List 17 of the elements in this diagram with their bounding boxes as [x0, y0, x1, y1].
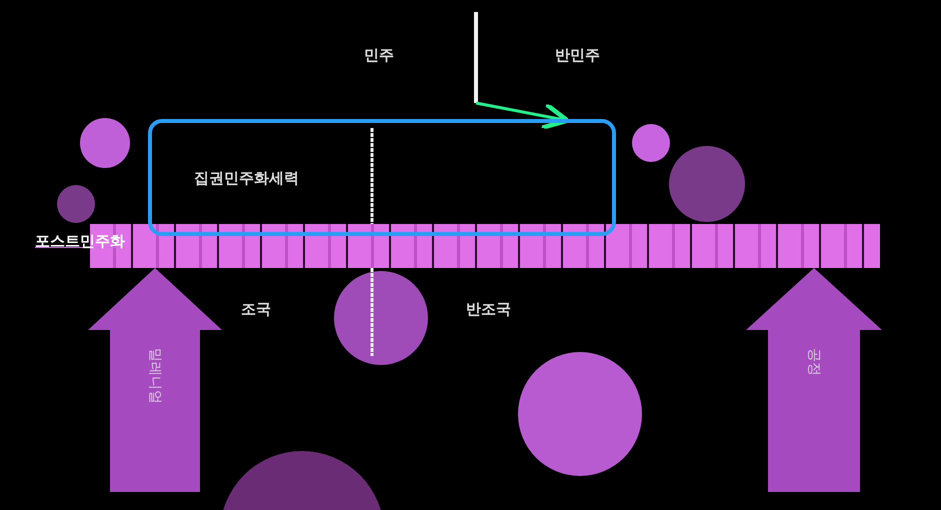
box-label: 집권민주화세력: [194, 169, 299, 188]
circle: [669, 146, 745, 222]
arrow-label: 밀레니얼: [146, 348, 164, 404]
circle: [57, 185, 95, 223]
rounded-box: [148, 119, 616, 236]
arrow-label: 공정: [805, 348, 823, 376]
label-text: 조국: [241, 300, 271, 319]
label-text: 민주: [364, 46, 394, 65]
circle: [518, 352, 642, 476]
arrow: [476, 102, 570, 130]
circle: [632, 124, 670, 162]
circle: [80, 118, 130, 168]
label-text: 반조국: [466, 300, 511, 319]
up-arrow-shape: [88, 268, 222, 492]
up-arrow-shape: [746, 268, 882, 492]
label-text: 반민주: [555, 46, 600, 65]
circle: [334, 271, 428, 365]
